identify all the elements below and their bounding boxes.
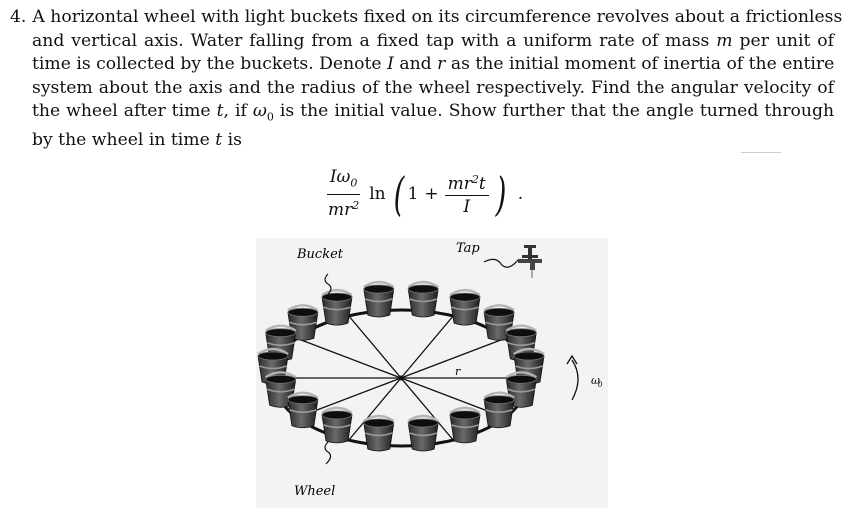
- bucket: [449, 406, 481, 444]
- tap-pointer: [483, 258, 519, 268]
- wheel-illustration: Bucket Tap Wheel r ω 0: [256, 238, 608, 508]
- rotation-arrow: [571, 359, 579, 401]
- angle-formula: Iω0 mr2 ln ( 1 + mr2t I ) .: [322, 167, 523, 220]
- tap-icon: [518, 245, 542, 278]
- problem-number: 4.: [10, 7, 27, 27]
- label-omega: ω: [591, 374, 600, 387]
- label-tap: Tap: [456, 241, 480, 256]
- bucket: [407, 414, 439, 452]
- figure-background: [256, 238, 608, 508]
- bucket: [321, 288, 353, 326]
- bucket: [321, 406, 353, 444]
- problem-line-6: by the wheel in time t is: [32, 130, 242, 151]
- label-radius: r: [455, 365, 461, 378]
- bucket-pointer: [324, 273, 332, 295]
- rotation-arrowhead: [566, 354, 578, 365]
- bucket: [287, 391, 319, 429]
- problem-text: 4.A horizontal wheel with light buckets …: [10, 6, 843, 153]
- bucket: [407, 280, 439, 318]
- paren-right: ): [495, 166, 507, 221]
- paren-left: (: [393, 166, 405, 221]
- formula-prefactor: Iω0 mr2: [326, 167, 361, 221]
- problem-line-1: 4.A horizontal wheel with light buckets …: [10, 7, 843, 27]
- wheel-figure: Bucket Tap Wheel r ω 0: [256, 238, 608, 508]
- label-wheel: Wheel: [294, 484, 335, 499]
- wheel-axis: [398, 375, 404, 381]
- problem-line-2: and vertical axis. Water falling from a …: [32, 30, 834, 51]
- wheel-pointer: [324, 441, 332, 465]
- bucket: [449, 288, 481, 326]
- formula-ln: ln: [369, 183, 386, 204]
- label-omega-sub: 0: [598, 381, 603, 389]
- problem-line-4: system about the axis and the radius of …: [32, 77, 834, 98]
- bucket: [363, 280, 395, 318]
- problem-line-3: time is collected by the buckets. Denote…: [32, 54, 835, 75]
- formula-inner-fraction: mr2t I: [444, 170, 489, 217]
- label-bucket: Bucket: [296, 247, 344, 262]
- bucket: [363, 414, 395, 452]
- bucket: [483, 391, 515, 429]
- divider: [741, 152, 781, 153]
- problem-line-5: the wheel after time t, if ω0 is the ini…: [32, 101, 835, 124]
- buckets: [257, 280, 545, 452]
